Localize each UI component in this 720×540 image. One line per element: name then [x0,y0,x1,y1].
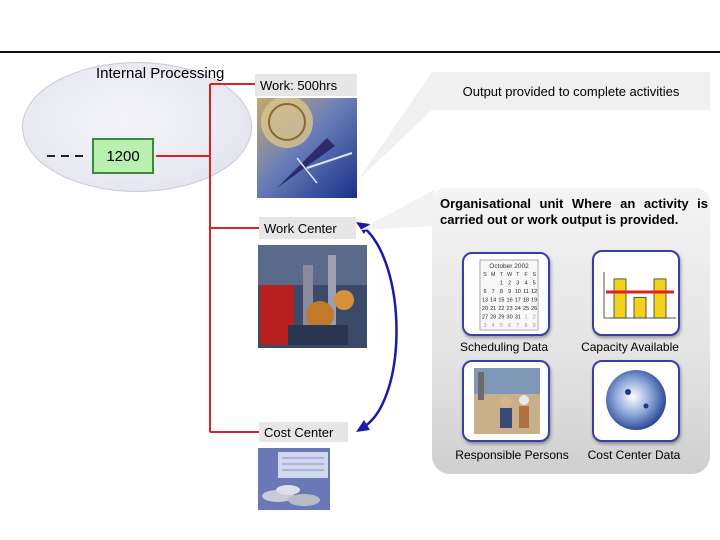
calendar-weekday: S [532,272,536,278]
workers-photo-icon [474,368,540,434]
calendar-day: 30 [507,315,513,321]
cost-center-label: Cost Center [264,424,334,440]
cost-center-image [258,448,330,510]
work-center-header: Work Center [259,217,356,239]
calendar-day: 6 [483,289,486,295]
calendar-day: 27 [482,315,488,321]
calendar-day: 23 [507,306,513,312]
responsible-persons-card[interactable] [462,360,550,442]
cost-center-header: Cost Center [259,422,348,442]
calendar-day: 14 [490,298,496,304]
calendar-day: 21 [490,306,496,312]
capacity-bar [653,278,667,319]
calendar-day: 3 [483,323,486,329]
calendar-day: 29 [498,315,504,321]
callout-pointer-org [360,190,434,230]
calendar-day: 24 [515,306,521,312]
calendar-weekday: S [483,272,487,278]
output-callout: Output provided to complete activities [432,72,710,110]
calendar-weekday: T [500,272,504,278]
calendar-day: 10 [515,289,521,295]
calendar-day: 11 [523,289,529,295]
calendar-day: 9 [508,289,511,295]
callout-pointer-top [358,72,432,180]
capacity-available-card[interactable] [592,250,680,336]
work-center-image [258,245,367,348]
capacity-available-label: Capacity Available [581,340,679,354]
scheduling-data-label: Scheduling Data [459,340,549,354]
calendar-day: 18 [523,298,529,304]
calendar-day: 28 [490,315,496,321]
calendar-day: 5 [500,323,503,329]
calendar-day: 5 [533,281,536,287]
calendar-day: 6 [508,323,511,329]
calendar-weekday: M [491,272,496,278]
red-connectors [156,83,259,433]
calendar-day: 7 [516,323,519,329]
calendar-day: 3 [516,281,519,287]
calendar-month: October 2002 [489,263,529,270]
calendar-day: 2 [533,315,536,321]
cost-center-data-label: Cost Center Data [587,448,681,462]
calendar-day: 15 [498,298,504,304]
arrow-head-bottom [356,420,370,432]
calendar-day: 26 [531,306,537,312]
calendar-day: 8 [500,289,503,295]
calendar-day: 31 [515,315,521,321]
cost-center-data-card[interactable] [592,360,680,442]
work-hours-header: Work: 500hrs [255,74,357,96]
capacity-bar [633,296,647,319]
calendar-day: 22 [498,306,504,312]
responsible-persons-label: Responsible Persons [455,448,569,462]
clock-compass-image [257,98,357,198]
calendar-weekday: W [507,272,513,278]
org-unit-text: Organisational unit Where an activity is… [440,196,708,227]
calendar-day: 17 [515,298,521,304]
top-divider [0,51,720,53]
globe-icon [606,370,666,430]
work-center-label: Work Center [264,220,337,236]
calendar-weekday: T [516,272,520,278]
capacity-chart-icon [603,272,676,319]
capacity-bar [613,278,627,319]
node-1200-box[interactable]: 1200 [92,138,154,174]
work-hours-label: Work: 500hrs [260,77,338,93]
output-callout-text: Output provided to complete activities [462,83,680,99]
calendar-day: 19 [531,298,537,304]
calendar-day: 4 [524,281,527,287]
calendar-day: 9 [533,323,536,329]
calendar-day: 1 [524,315,527,321]
double-arrow-curve [361,225,398,430]
calendar-day: 7 [492,289,495,295]
calendar-day: 13 [482,298,488,304]
arrow-head-top [356,222,370,234]
calendar-day: 20 [482,306,488,312]
calendar-day: 12 [531,289,537,295]
calendar-weekday: F [524,272,528,278]
internal-processing-label: Internal Processing [96,65,225,82]
calendar-day: 8 [524,323,527,329]
calendar-day: 2 [508,281,511,287]
node-1200-label: 1200 [106,147,140,165]
calendar-day: 1 [500,281,503,287]
calendar-day: 4 [492,323,495,329]
calendar-day: 16 [507,298,513,304]
calendar-day: 25 [523,306,529,312]
